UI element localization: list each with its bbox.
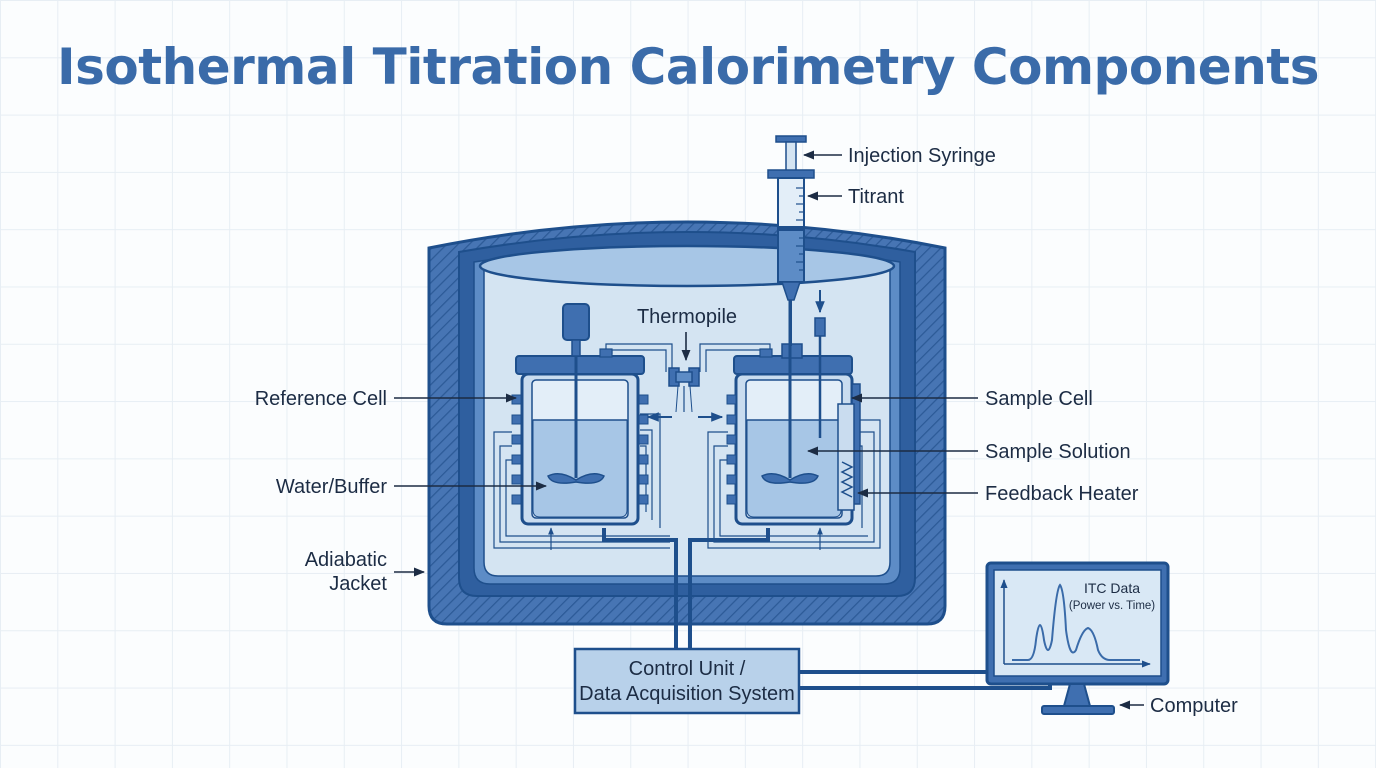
sample-solution-label: Sample Solution [985,441,1131,463]
reference-cell [515,303,645,526]
monitor-graph-axes [1000,579,1151,668]
water-buffer-label: Water/Buffer [276,476,387,498]
control-unit-box [573,647,801,715]
heat-flow-arrows [548,290,825,550]
leader-lines [394,150,1144,710]
diagram-title: Isothermal Titration Calorimetry Compone… [57,38,1319,96]
adiabatic-jacket-label-line1: Adiabatic [305,549,387,571]
sample-cell [733,300,854,526]
monitor-title: ITC Data [1084,580,1140,596]
adiabatic-jacket [427,220,947,626]
monitor-subtitle: (Power vs. Time) [1069,600,1155,612]
control-unit-label-line1: Control Unit / [629,658,746,680]
titrant-label: Titrant [848,186,904,208]
feedback-heater-label: Feedback Heater [985,483,1139,505]
thermopile-label: Thermopile [637,306,737,328]
injection-syringe [767,135,815,346]
sample-cell-heater-pads [726,394,737,505]
thermopile [668,367,700,413]
injection-syringe-label: Injection Syringe [848,145,996,167]
adiabatic-jacket-label-line2: Jacket [329,573,387,595]
reference-cell-label: Reference Cell [255,388,387,410]
control-unit-label-line2: Data Acquisition System [579,683,795,705]
monitor-itc-curve [1012,583,1140,661]
computer-label: Computer [1150,695,1238,717]
computer-monitor [985,561,1170,715]
wiring [493,343,881,549]
feedback-heater [837,383,861,511]
sample-cell-label: Sample Cell [985,388,1093,410]
